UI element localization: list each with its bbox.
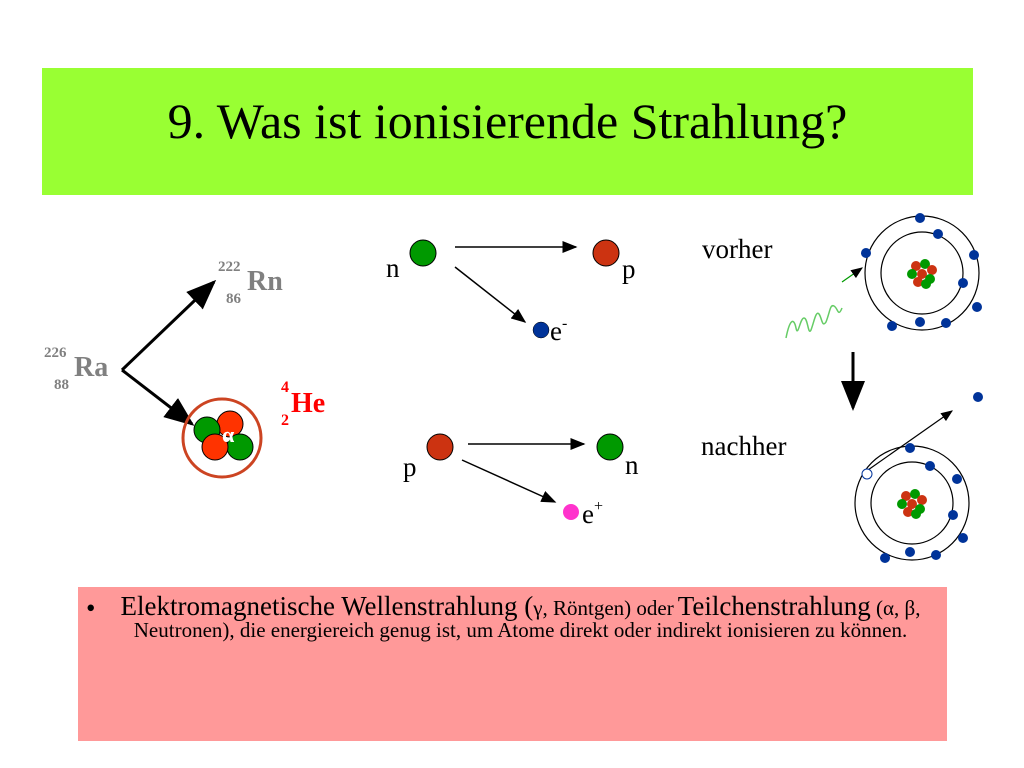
beta-plus-positron-label: e+ bbox=[582, 498, 603, 529]
beta-minus-from-label: n bbox=[386, 253, 400, 283]
beta-minus-decay: n p e- bbox=[386, 239, 636, 346]
rn-mass: 222 bbox=[218, 259, 241, 275]
alpha-decay: 226 88 Ra 222 86 Rn α 4 2 He bbox=[44, 259, 325, 479]
beta-plus-decay: p n e+ bbox=[403, 433, 639, 529]
beta-plus-proton bbox=[426, 433, 454, 461]
beta-minus-neutron bbox=[409, 239, 437, 267]
atom-before-electrons bbox=[861, 213, 982, 331]
alpha-particle-ring bbox=[181, 397, 263, 479]
arrow-to-alpha bbox=[121, 368, 195, 426]
definition-part-2: γ bbox=[533, 596, 543, 620]
gamma-wave bbox=[785, 304, 843, 339]
beta-minus-electron-label: e- bbox=[550, 315, 567, 346]
ra-mass: 226 bbox=[44, 345, 67, 361]
beta-minus-electron bbox=[532, 321, 550, 339]
nachher-label: nachher bbox=[701, 431, 786, 461]
rn-symbol: Rn bbox=[247, 266, 283, 297]
beta-plus-positron bbox=[563, 504, 579, 520]
beta-minus-proton bbox=[592, 239, 620, 267]
alpha-proton-2 bbox=[201, 433, 229, 461]
arrow-to-rn bbox=[120, 279, 217, 372]
definition-text: • Elektromagnetische Wellenstrahlung (γ,… bbox=[86, 591, 933, 642]
definition-part-1: Elektromagnetische Wellenstrahlung ( bbox=[120, 591, 534, 621]
definition-box: • Elektromagnetische Wellenstrahlung (γ,… bbox=[78, 587, 947, 741]
beta-plus-neutron bbox=[596, 433, 624, 461]
atom-after-nucleus bbox=[897, 489, 927, 519]
beta-plus-arrow-positron bbox=[461, 459, 557, 503]
gamma-arrow bbox=[841, 267, 863, 283]
ra-symbol: Ra bbox=[74, 352, 108, 383]
he-symbol: He bbox=[291, 388, 325, 419]
atom-before-inner-shell bbox=[880, 231, 964, 315]
radiation-diagram: 226 88 Ra 222 86 Rn α 4 2 He n p e- p n bbox=[44, 213, 983, 563]
vorher-label: vorher bbox=[702, 234, 772, 264]
rn-charge: 86 bbox=[226, 291, 242, 307]
definition-part-3: , Röntgen) oder bbox=[542, 596, 674, 620]
beta-plus-from-label: p bbox=[403, 452, 417, 482]
alpha-glyph: α bbox=[222, 422, 235, 447]
ejected-electron-path bbox=[867, 410, 953, 471]
definition-part-4: Teilchenstrahlung bbox=[677, 591, 871, 621]
atom-after-electrons bbox=[861, 443, 968, 563]
beta-plus-to-label: n bbox=[625, 450, 639, 480]
definition-part-6: , Neutronen), die energiereich genug ist… bbox=[133, 596, 921, 642]
he-charge: 2 bbox=[281, 412, 289, 429]
ejected-electron bbox=[973, 392, 983, 402]
beta-minus-to-label: p bbox=[622, 254, 636, 284]
slide-title: 9. Was ist ionisierende Strahlung? bbox=[167, 93, 848, 149]
atom-after-inner-shell bbox=[870, 461, 954, 545]
beta-minus-arrow-electron bbox=[454, 266, 527, 323]
definition-part-5: (α, β bbox=[870, 596, 916, 620]
bullet: • bbox=[86, 593, 96, 623]
title-bar: 9. Was ist ionisierende Strahlung? bbox=[42, 68, 973, 195]
he-mass: 4 bbox=[281, 379, 289, 396]
gamma-ionization: vorher nachher bbox=[701, 213, 983, 563]
atom-before-nucleus bbox=[907, 259, 937, 289]
ra-charge: 88 bbox=[54, 377, 69, 393]
